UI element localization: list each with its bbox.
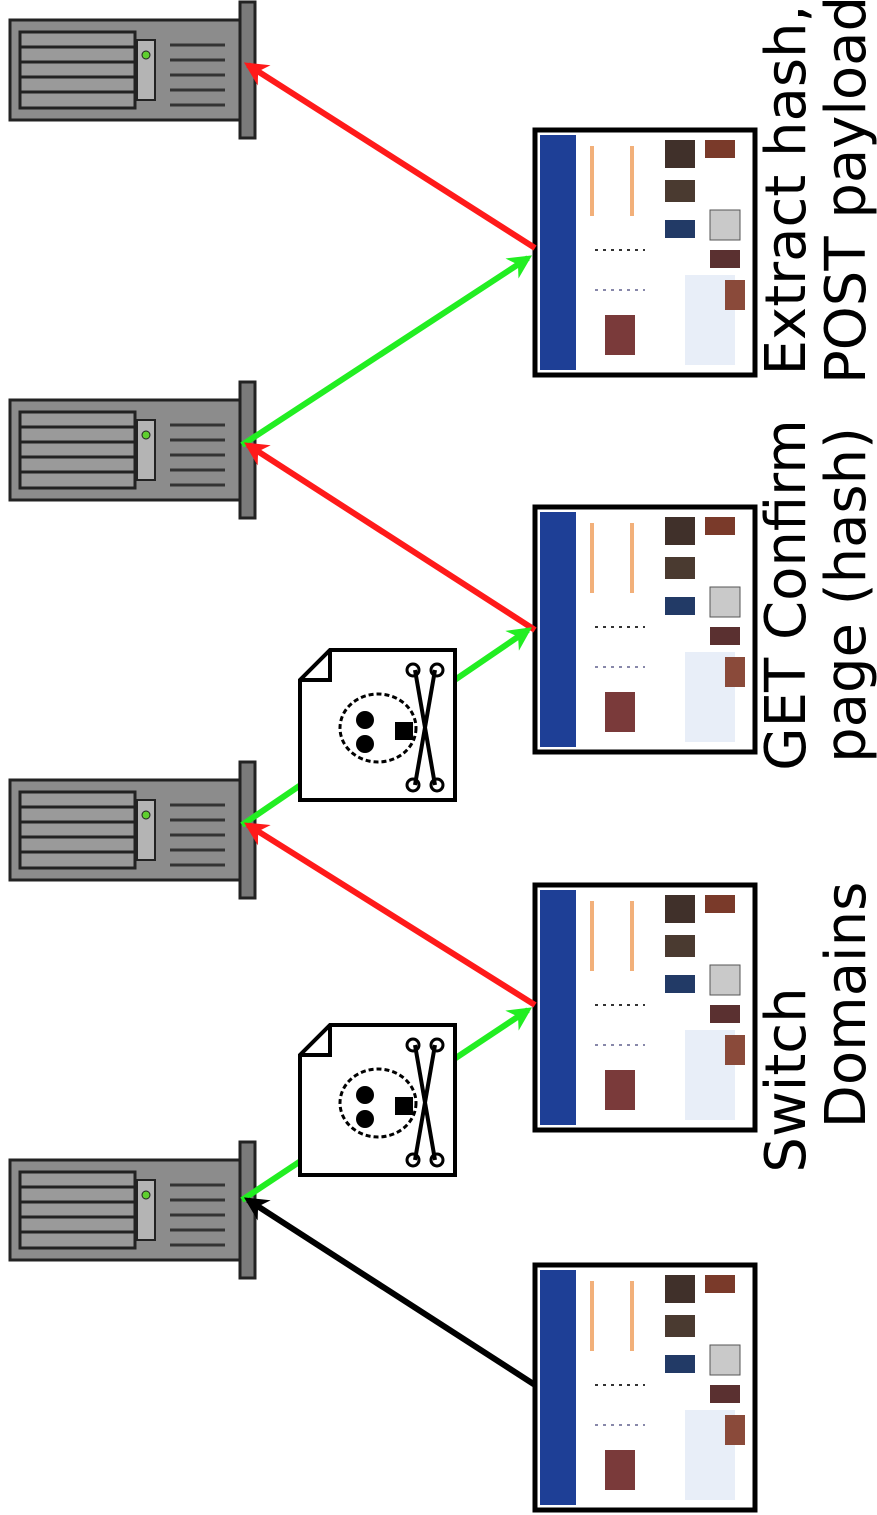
browser-page-icon-start xyxy=(535,1265,755,1510)
browser-page-icon-confirm xyxy=(535,507,755,752)
arrow-red-2 xyxy=(243,442,537,633)
server-icon-3 xyxy=(8,760,257,900)
skull-crossbones-file-icon-2 xyxy=(298,1023,457,1177)
label-step3-line2: POST payload xyxy=(814,0,877,384)
arrow-red-3 xyxy=(243,822,537,1008)
arrow-black-initial xyxy=(243,1197,537,1388)
skull-crossbones-file-icon-1 xyxy=(298,648,457,802)
browser-page-icon-switch xyxy=(535,885,755,1130)
arrow-green-1 xyxy=(240,255,533,448)
label-step3-line1: Extract hash, xyxy=(754,5,819,376)
server-icon-2 xyxy=(8,380,257,520)
browser-page-icon-extract xyxy=(535,130,755,375)
arrow-red-1 xyxy=(243,62,537,251)
label-step1-line2: Domains xyxy=(814,882,877,1128)
label-step1-line1: Switch xyxy=(754,987,819,1172)
server-icon-4 xyxy=(8,1140,257,1280)
label-step2-line1: GET Confirm xyxy=(754,419,819,771)
server-icon-1 xyxy=(8,0,257,140)
label-step2-line2: page (hash) xyxy=(814,427,877,763)
